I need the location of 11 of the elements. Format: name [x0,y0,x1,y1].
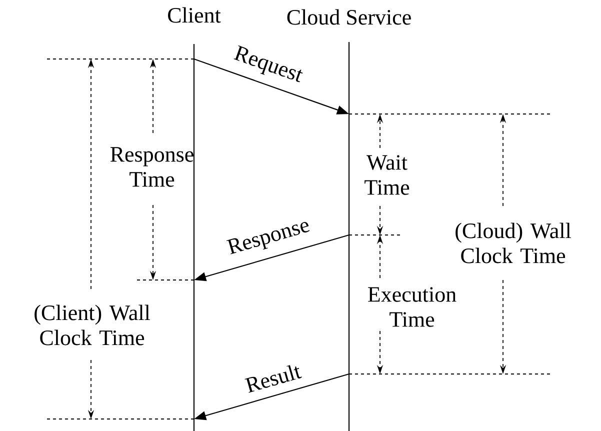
edge-label: Request [234,45,303,82]
dimension-label: Execution Time [368,287,456,327]
edge-label: Result [244,365,302,393]
dimension-label: (Cloud) Wall Clock Time [456,222,571,264]
edge-label: Response [226,222,310,254]
lifeline [193,44,195,431]
dimension-label: Response Time [110,147,194,187]
dimension-label: Wait Time [364,155,410,195]
lifeline-label: Client [168,7,221,23]
lifeline [348,42,350,431]
lifeline-label: Cloud Service [287,9,411,25]
